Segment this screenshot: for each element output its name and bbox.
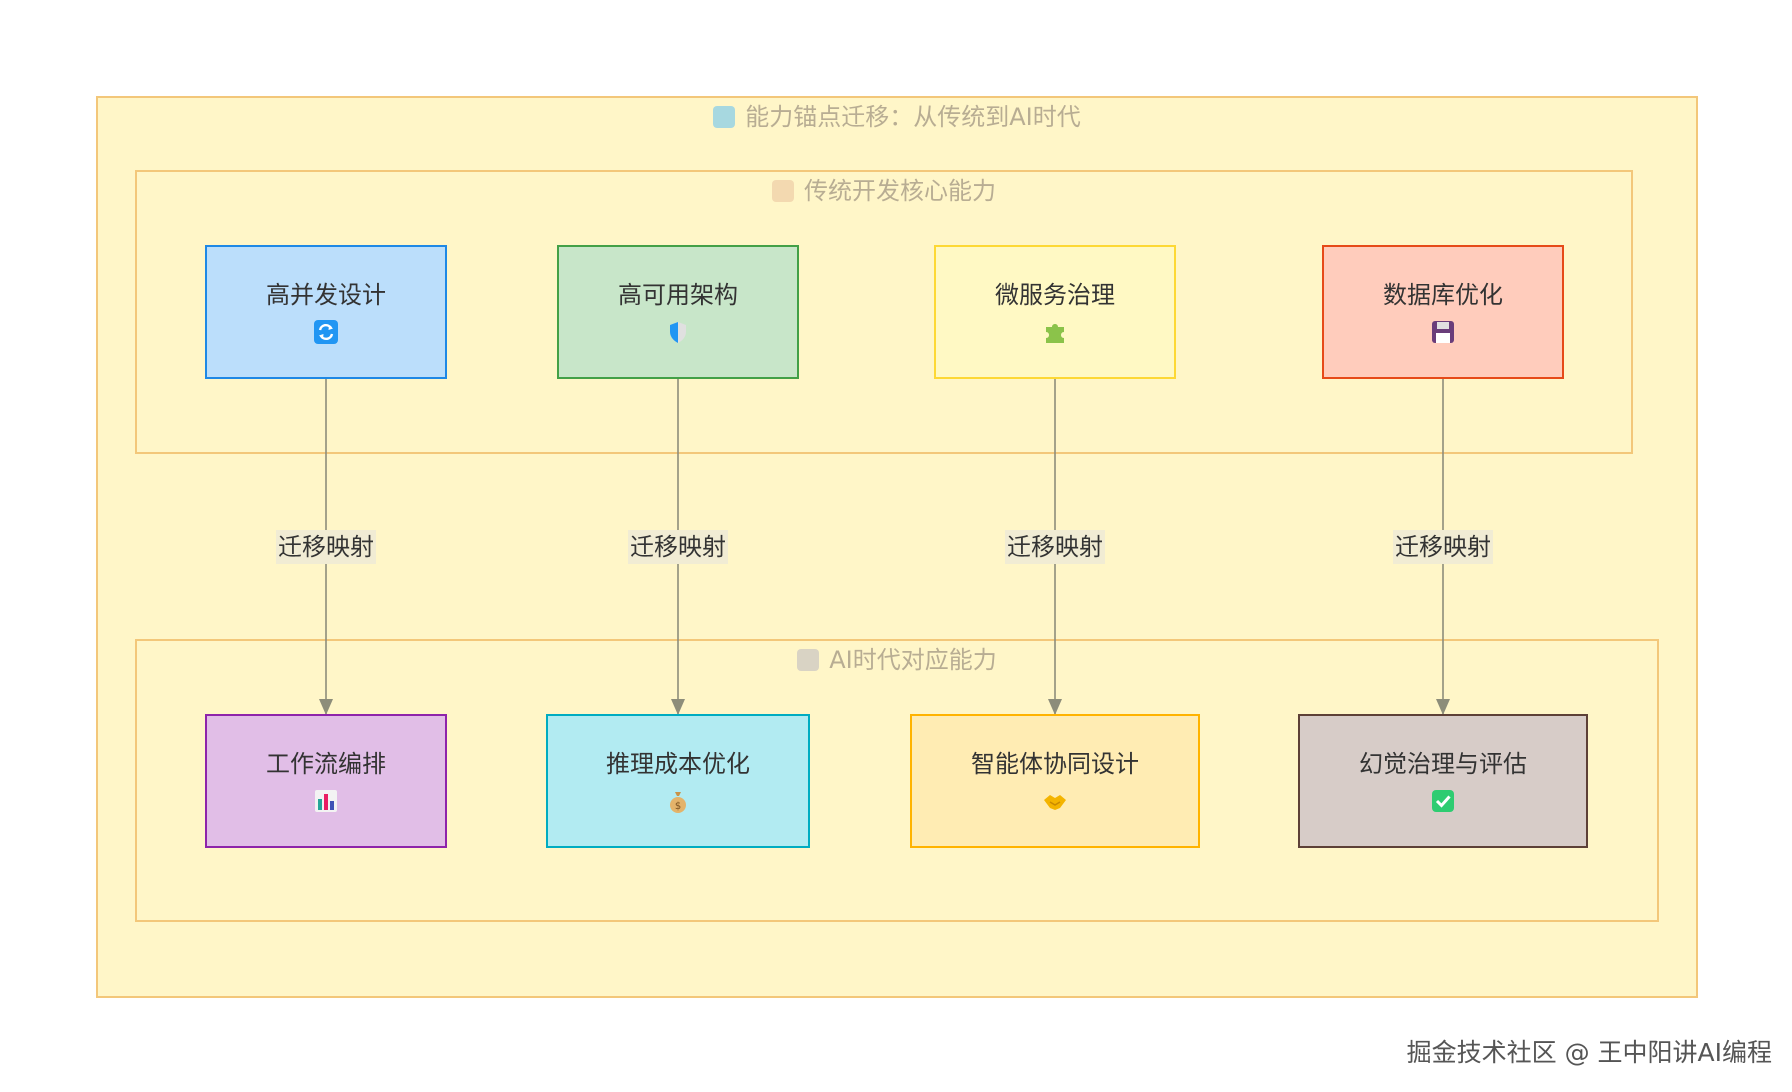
node-workflow-orchestration[interactable]: 工作流编排 [205,714,447,848]
edge-label-migration: 迁移映射 [1005,529,1105,564]
svg-text:$: $ [675,801,681,812]
handshake-icon [1044,795,1066,810]
footer-watermark: 掘金技术社区 @ 王中阳讲AI编程 [1406,1038,1772,1067]
node-microservice-governance[interactable]: 微服务治理 [934,245,1176,379]
shield-icon [670,322,686,343]
edge-label-migration: 迁移映射 [276,529,376,564]
node-label: 推理成本优化 [606,750,750,778]
node-high-availability[interactable]: 高可用架构 [557,245,799,379]
node-label: 高并发设计 [266,281,386,309]
node-label: 数据库优化 [1383,281,1503,309]
traditional-group-title: 传统开发核心能力 [137,176,1631,206]
node-inference-cost-optimization[interactable]: 推理成本优化 $ [546,714,810,848]
bar-chart-icon [315,790,337,812]
node-label: 高可用架构 [618,281,738,309]
refresh-icon [713,106,736,128]
refresh-icon [314,320,338,344]
floppy-disk-icon [1432,321,1454,343]
puzzle-icon [1046,324,1064,343]
node-label: 微服务治理 [995,281,1115,309]
node-label: 工作流编排 [266,750,386,778]
node-agent-collaboration-design[interactable]: 智能体协同设计 [910,714,1200,848]
edge-label-migration: 迁移映射 [1393,529,1493,564]
node-high-concurrency[interactable]: 高并发设计 [205,245,447,379]
node-label: 幻觉治理与评估 [1359,750,1527,778]
check-box-icon [1432,790,1454,812]
outer-group-title: 能力锚点迁移：从传统到AI时代 [98,102,1696,132]
node-hallucination-governance[interactable]: 幻觉治理与评估 [1298,714,1588,848]
node-database-optimization[interactable]: 数据库优化 [1322,245,1564,379]
node-label: 智能体协同设计 [971,750,1139,778]
ai-group-title: AI时代对应能力 [137,645,1657,675]
construction-icon [772,180,794,202]
robot-icon [797,649,820,671]
money-bag-icon: $ [670,792,686,813]
edge-label-migration: 迁移映射 [628,529,728,564]
